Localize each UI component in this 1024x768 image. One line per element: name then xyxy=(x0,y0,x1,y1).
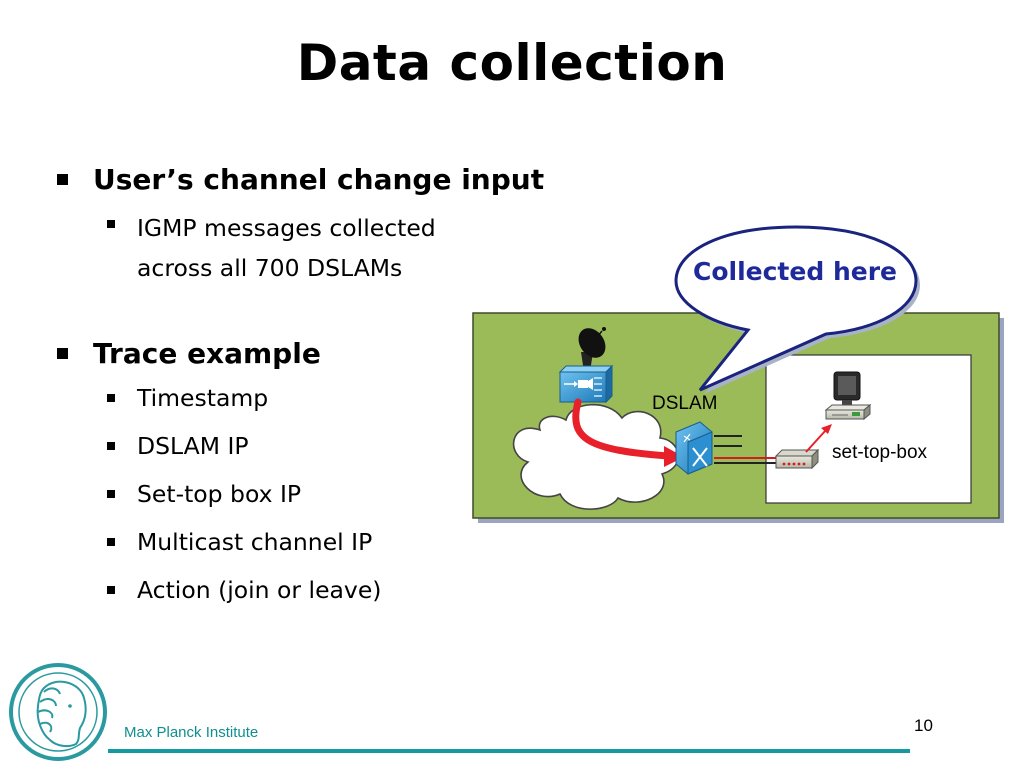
network-cloud xyxy=(512,403,680,510)
slide-title: Data collection xyxy=(296,34,728,92)
footer-divider xyxy=(108,749,910,753)
bullet-user-input: User’s channel change input xyxy=(55,160,575,200)
bullet-list: User’s channel change input IGMP message… xyxy=(55,160,575,607)
set-top-box-icon xyxy=(824,371,872,421)
sub-bullet-igmp: IGMP messages collected across all 700 D… xyxy=(55,208,575,288)
multicast-path-arrow xyxy=(572,398,684,467)
sub-bullet-dslam-ip: DSLAM IP xyxy=(55,430,575,463)
sub-bullet-igmp-line2: across all 700 DSLAMs xyxy=(137,254,403,282)
footer-institute: Max Planck Institute xyxy=(124,724,259,741)
bullet-trace-example: Trace example xyxy=(55,334,575,374)
modem-icon xyxy=(774,448,820,470)
callout-bubble xyxy=(674,225,920,394)
sub-bullet-igmp-line1: IGMP messages collected xyxy=(137,214,436,242)
max-planck-logo xyxy=(9,663,107,761)
sub-bullet-timestamp: Timestamp xyxy=(55,382,575,415)
callout-collected-here: Collected here xyxy=(693,257,897,286)
sub-bullet-action: Action (join or leave) xyxy=(55,574,575,607)
set-top-box-label: set-top-box xyxy=(832,442,928,463)
home-box xyxy=(765,354,972,504)
dslam-label: DSLAM xyxy=(652,393,718,414)
dslam-icon xyxy=(675,421,713,475)
stb-link-arrow xyxy=(805,424,832,453)
dslam-lines xyxy=(714,435,776,464)
page-number: 10 xyxy=(914,716,933,735)
headend-video-switch-icon xyxy=(558,364,614,404)
sub-bullet-settop-ip: Set-top box IP xyxy=(55,478,575,511)
sub-bullet-multicast-ip: Multicast channel IP xyxy=(55,526,575,559)
